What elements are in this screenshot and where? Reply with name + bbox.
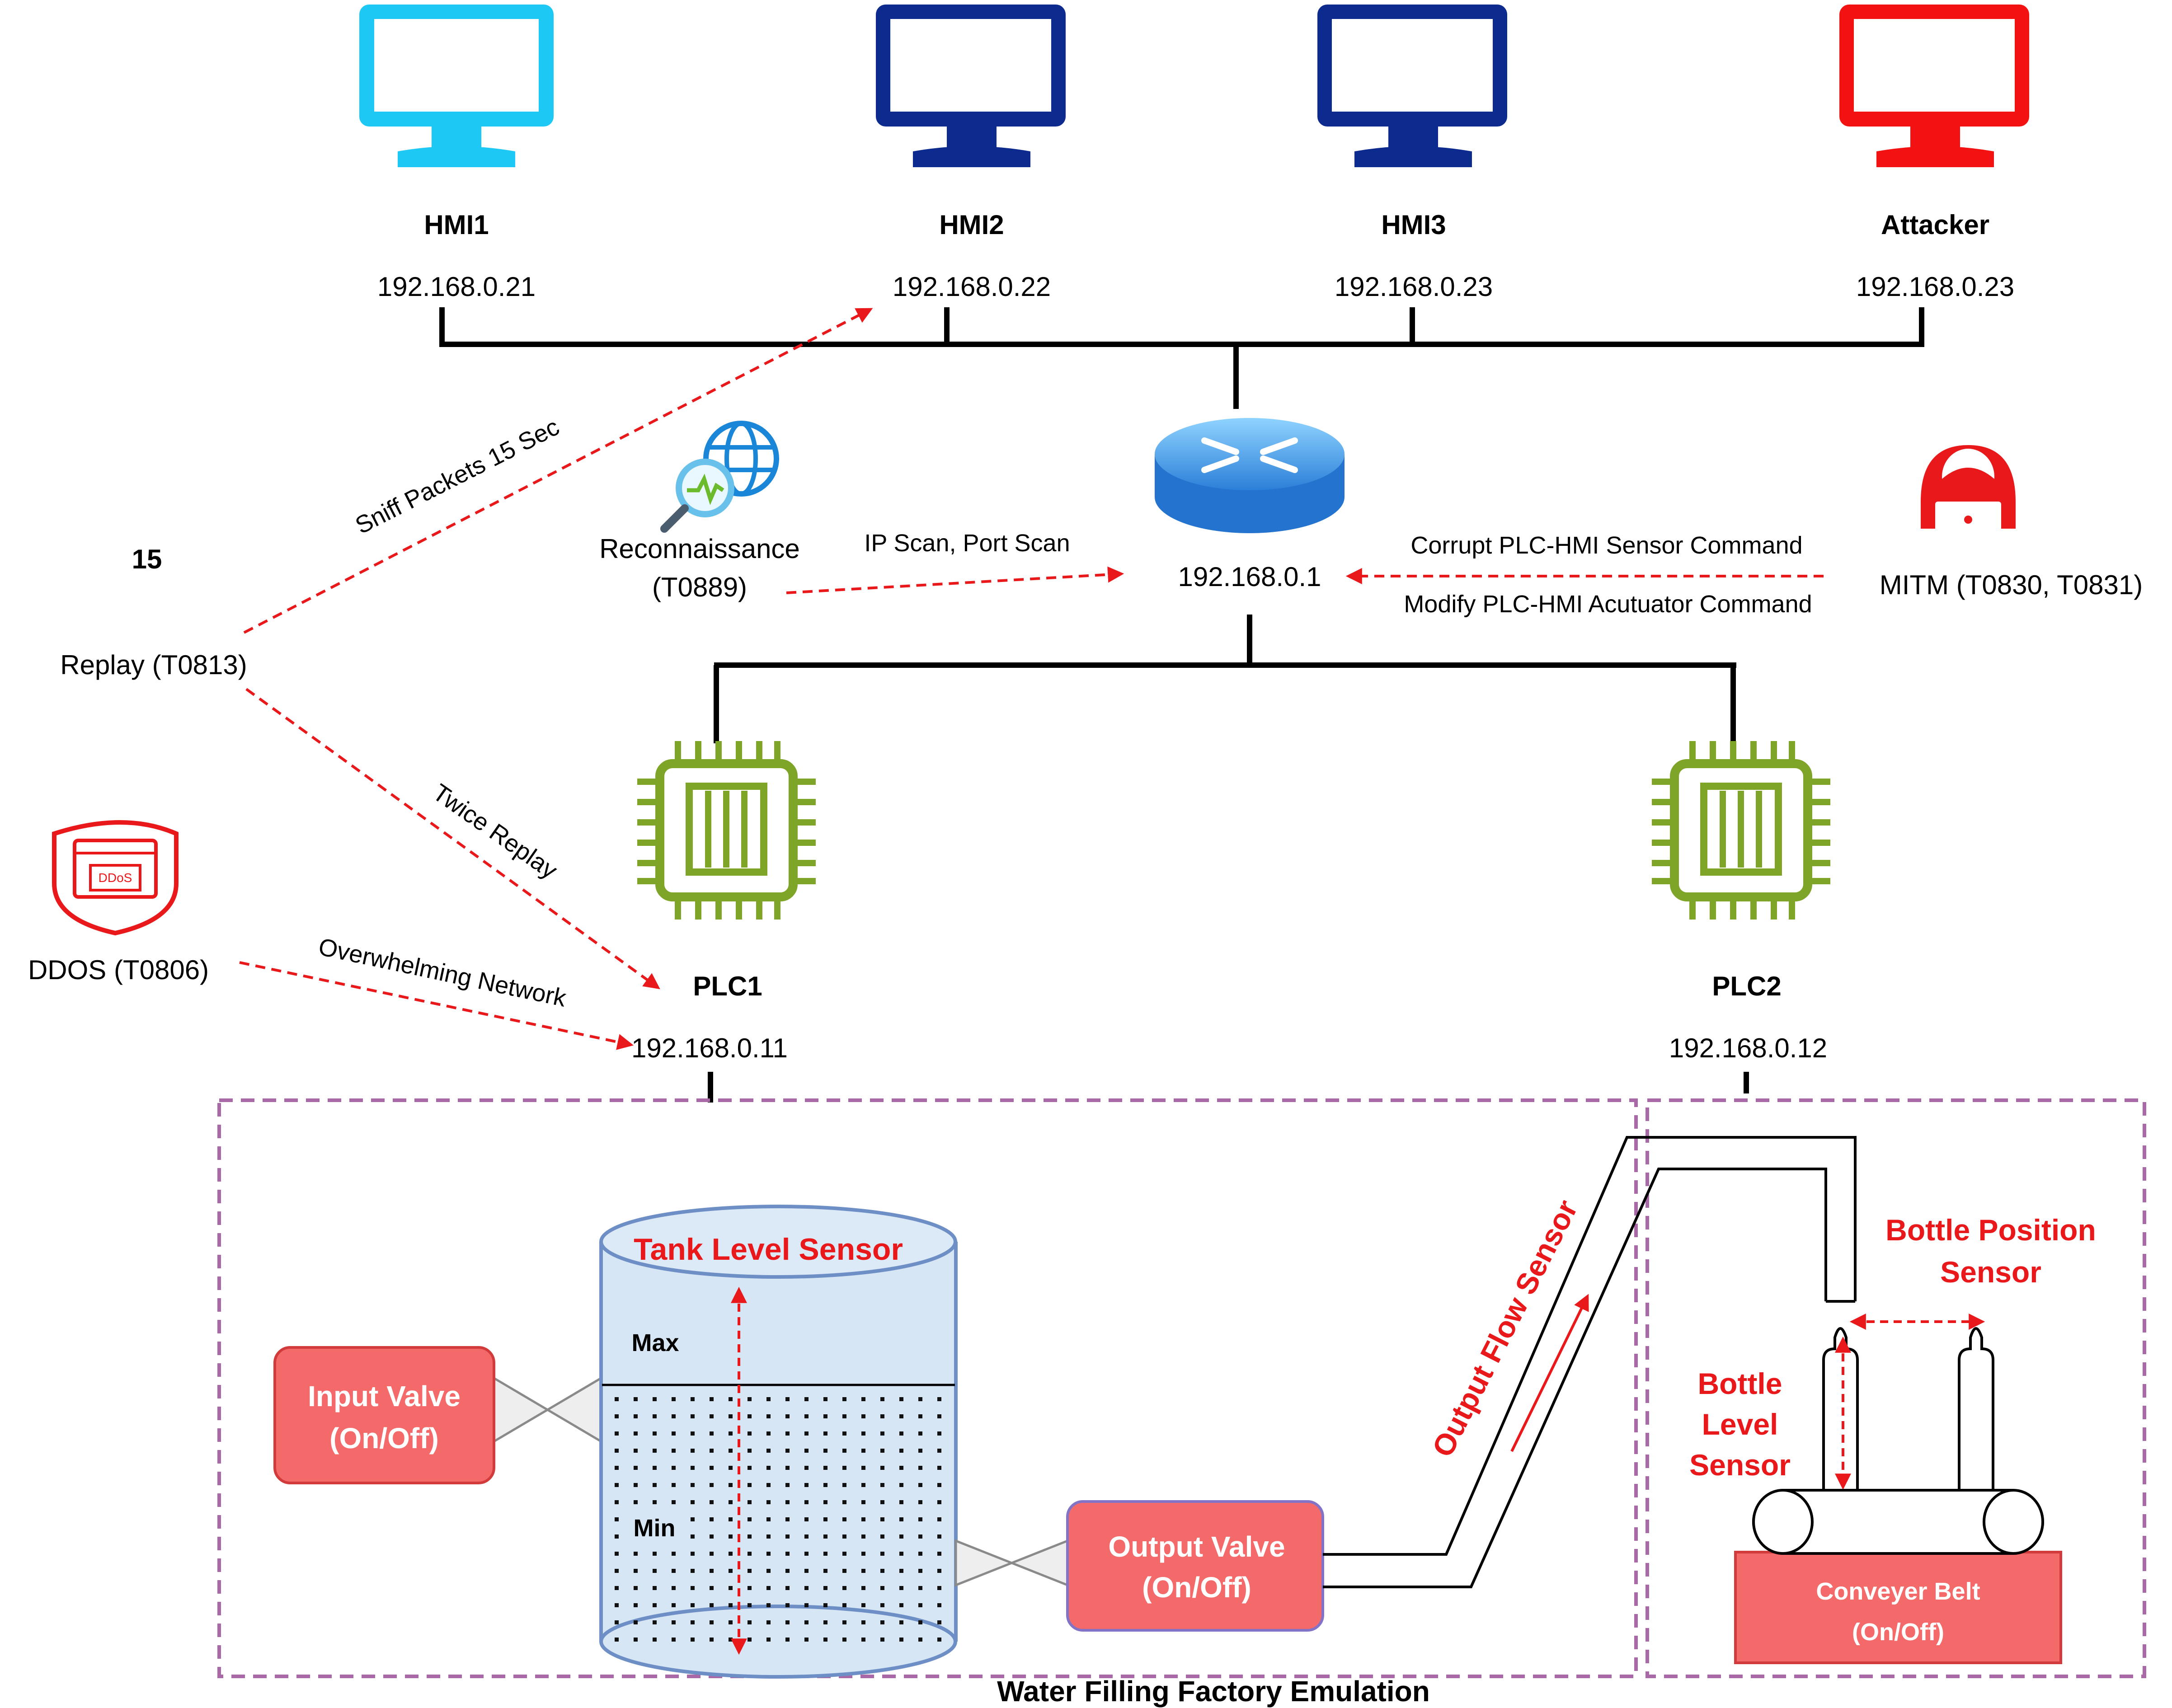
plc2: PLC2 192.168.0.12 bbox=[1652, 741, 1830, 1063]
plc-name: PLC2 bbox=[1712, 971, 1781, 1001]
twice-replay-label: Twice Replay bbox=[428, 779, 562, 884]
bottle-level-line3: Sensor bbox=[1689, 1448, 1791, 1482]
bottle-position-line1: Bottle Position bbox=[1885, 1213, 2096, 1247]
input-valve-line1: Input Valve bbox=[308, 1380, 461, 1412]
zone-plc2 bbox=[1645, 1098, 2146, 1678]
scan-label: IP Scan, Port Scan bbox=[864, 530, 1070, 557]
host-name: HMI2 bbox=[939, 210, 1004, 240]
conveyor-line1: Conveyer Belt bbox=[1816, 1578, 1980, 1605]
plc-ip: 192.168.0.11 bbox=[631, 1033, 788, 1063]
bottles bbox=[1822, 1327, 1994, 1492]
plant-title: Water Filling Factory Emulation bbox=[997, 1675, 1430, 1708]
input-valve: Input Valve (On/Off) bbox=[273, 1346, 602, 1484]
bottle-position-sensor: Bottle Position Sensor bbox=[1849, 1213, 2096, 1330]
output-valve: Output Valve (On/Off) bbox=[954, 1500, 1324, 1632]
host-attacker: Attacker 192.168.0.23 bbox=[1839, 5, 2029, 302]
plc-bus bbox=[708, 615, 1749, 1103]
hacker-icon bbox=[1921, 445, 2016, 540]
chip-icon bbox=[1652, 741, 1830, 920]
bottle-level-line1: Bottle bbox=[1698, 1367, 1782, 1400]
plc1: PLC1 192.168.0.11 bbox=[631, 741, 816, 1063]
router-ip: 192.168.0.1 bbox=[1178, 562, 1321, 592]
ddos-label: DDOS (T0806) bbox=[28, 955, 209, 985]
host-ip: 192.168.0.22 bbox=[893, 272, 1051, 302]
corrupt-label: Corrupt PLC-HMI Sensor Command bbox=[1410, 532, 1802, 559]
plc-ip: 192.168.0.12 bbox=[1669, 1033, 1827, 1063]
tank-sensor-label: Tank Level Sensor bbox=[634, 1232, 903, 1267]
bottle-1 bbox=[1822, 1327, 1859, 1492]
plc-name: PLC1 bbox=[693, 971, 762, 1001]
output-valve-line2: (On/Off) bbox=[1142, 1571, 1251, 1604]
router-icon bbox=[1155, 418, 1345, 533]
ddos-badge: DDoS bbox=[99, 871, 132, 885]
flow-arrow bbox=[1510, 1294, 1589, 1452]
host-ip: 192.168.0.23 bbox=[1335, 272, 1493, 302]
host-ip: 192.168.0.21 bbox=[377, 272, 536, 302]
output-valve-line1: Output Valve bbox=[1108, 1530, 1285, 1563]
sniff-arrow bbox=[243, 308, 873, 634]
ddos-arrow bbox=[239, 961, 634, 1050]
recon-label-line2: (T0889) bbox=[652, 572, 747, 602]
input-valve-line2: (On/Off) bbox=[329, 1422, 439, 1455]
top-bus bbox=[439, 307, 1924, 409]
bottle-position-line2: Sensor bbox=[1940, 1255, 2041, 1289]
attack-mitm: MITM (T0830, T0831) Corrupt PLC-HMI Sens… bbox=[1345, 445, 2143, 618]
bottle-level-line2: Level bbox=[1702, 1408, 1778, 1441]
host-name: Attacker bbox=[1881, 210, 1989, 240]
replay-label: Replay (T0813) bbox=[60, 650, 247, 680]
host-name: HMI1 bbox=[424, 210, 489, 240]
host-hmi1: HMI1 192.168.0.21 bbox=[359, 5, 554, 302]
conveyor-line2: (On/Off) bbox=[1852, 1619, 1944, 1646]
bottle-level-sensor: Bottle Level Sensor bbox=[1689, 1336, 1851, 1490]
router: 192.168.0.1 bbox=[1155, 418, 1345, 592]
tank-min-label: Min bbox=[634, 1515, 676, 1542]
replay-number: 15 bbox=[132, 544, 162, 574]
globe-search-icon bbox=[660, 421, 779, 533]
ddos-edge-label: Overwhelming Network bbox=[316, 933, 569, 1012]
mitm-label: MITM (T0830, T0831) bbox=[1880, 570, 2143, 600]
scan-arrow bbox=[786, 566, 1124, 594]
zone-plc1 bbox=[217, 1098, 1638, 1678]
modify-label: Modify PLC-HMI Acutuator Command bbox=[1404, 591, 1812, 618]
host-ip: 192.168.0.23 bbox=[1856, 272, 2014, 302]
host-hmi3: HMI3 192.168.0.23 bbox=[1317, 5, 1507, 302]
recon-label-line1: Reconnaissance bbox=[599, 534, 800, 564]
host-hmi2: HMI2 192.168.0.22 bbox=[876, 5, 1066, 302]
sniff-label: Sniff Packets 15 Sec bbox=[351, 413, 564, 539]
plant-zones bbox=[217, 1098, 2146, 1678]
monitor-icon bbox=[1317, 5, 1507, 167]
bottle-2 bbox=[1958, 1327, 1994, 1492]
monitor-icon bbox=[1839, 5, 2029, 167]
pipe bbox=[1323, 1136, 1857, 1588]
monitor-icon bbox=[359, 5, 554, 167]
tank-max-label: Max bbox=[631, 1329, 679, 1356]
tank: Tank Level Sensor Max Min bbox=[599, 1205, 958, 1679]
ddos-shield-icon: DDoS bbox=[52, 820, 179, 936]
attack-replay: 15 Replay (T0813) Sniff Packets 15 Sec T… bbox=[60, 308, 873, 990]
host-name: HMI3 bbox=[1381, 210, 1446, 240]
twice-replay-arrow bbox=[245, 688, 660, 990]
monitor-icon bbox=[876, 5, 1066, 167]
chip-icon bbox=[637, 741, 816, 920]
conveyor: Conveyer Belt (On/Off) bbox=[1734, 1489, 2062, 1664]
attack-recon: Reconnaissance (T0889) IP Scan, Port Sca… bbox=[599, 421, 1124, 602]
